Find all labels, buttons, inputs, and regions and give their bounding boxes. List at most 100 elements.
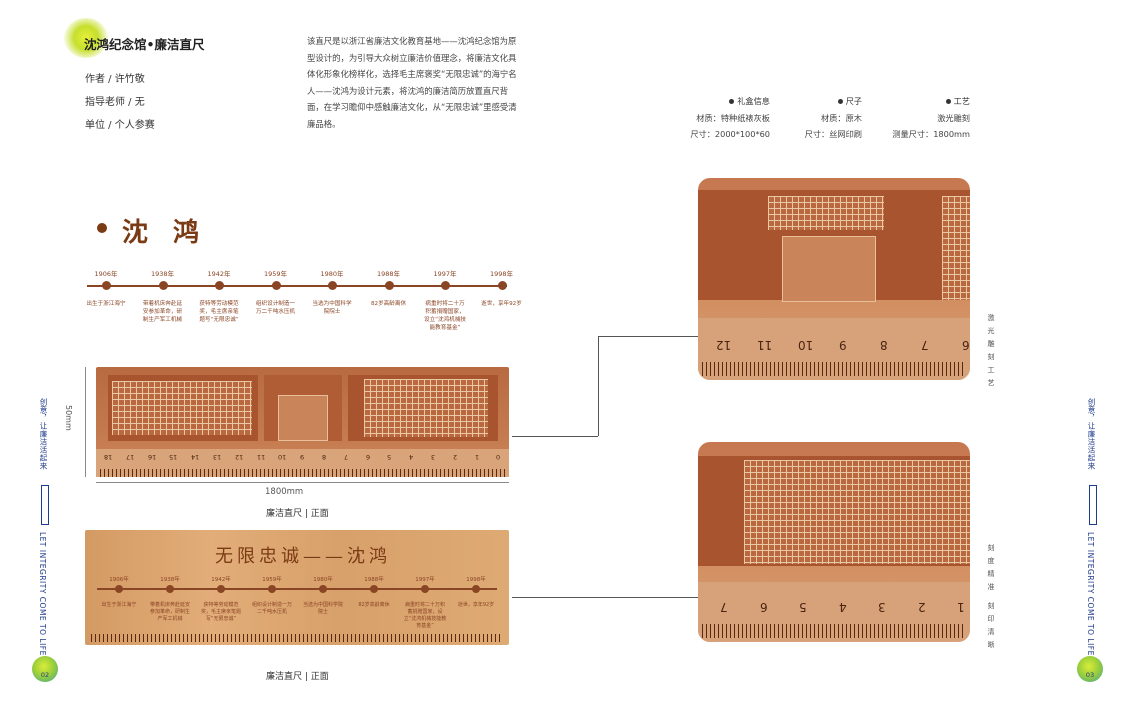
ruler-number: 16	[147, 453, 156, 461]
ruler-number: 11	[757, 338, 773, 352]
timeline-text: 当选为中国科学院院士	[312, 301, 352, 315]
ruler-number: 12	[716, 338, 732, 352]
building-windows	[364, 379, 488, 437]
timeline-node	[102, 281, 111, 290]
side-slogan-en-left: LET INTEGRITY COME TO LIFE	[38, 532, 47, 656]
back-slogan: 无限忠诚——沈鸿	[215, 546, 391, 567]
height-dim-line	[85, 367, 86, 477]
detail-label-char: 刻	[987, 602, 995, 610]
spec-head: 工艺	[953, 96, 970, 106]
ruler-number: 7	[343, 453, 348, 461]
connector-line	[512, 597, 698, 598]
timeline-node	[328, 281, 337, 290]
building-windows	[744, 460, 970, 564]
side-slogan-left: 创意，让廉洁活起来	[39, 398, 48, 470]
spec-line: 尺寸：2000*100*60	[690, 129, 770, 139]
detail-label-char: 激	[987, 314, 995, 322]
ruler-number: 4	[838, 600, 847, 614]
caption-front: 廉洁直尺 | 正面	[266, 509, 329, 519]
timeline-text: 组织设计制造一万二千吨水压机	[251, 602, 292, 615]
detail-label-char: 工	[987, 366, 995, 374]
timeline-text: 获特等劳动模范奖，毛主席亲笔题写“无限忠诚”	[200, 602, 241, 622]
timeline-year: 1997年	[433, 270, 457, 278]
ruler-number: 6	[759, 600, 768, 614]
ruler-number: 17	[125, 453, 135, 461]
timeline-node	[319, 585, 327, 593]
spec-craft: 工艺 激光雕刻 测量尺寸：1800mm	[880, 95, 970, 140]
detail-label-char: 晰	[987, 641, 995, 649]
connector-line	[598, 336, 698, 337]
timeline-node	[166, 585, 174, 593]
spec-line: 尺寸：丝网印刷	[804, 129, 862, 139]
connector-line	[598, 336, 599, 436]
ruler-number: 0	[496, 453, 501, 461]
spec-line: 激光雕刻	[937, 113, 970, 123]
ruler-ticks	[702, 362, 966, 376]
timeline-text: 带着机床奔赴延安参加革命，研制生产军工机械	[149, 602, 190, 622]
timeline-node	[215, 281, 224, 290]
ruler-number: 7	[921, 338, 929, 352]
detail-label-bottom-a: 刻度精准	[986, 542, 996, 594]
ruler-number: 4	[409, 453, 414, 461]
ruler-number: 1	[957, 600, 965, 614]
side-slogan-right: 创意，让廉洁活起来	[1087, 398, 1096, 470]
timeline-year: 1988年	[364, 577, 384, 583]
timeline-node	[158, 281, 168, 290]
timeline-text: 出生于浙江海宁	[101, 602, 137, 608]
ruler-number: 13	[213, 453, 222, 461]
timeline-text: 82岁高龄离休	[358, 602, 390, 608]
timeline-text: 出生于浙江海宁	[86, 301, 126, 307]
detail-label-char: 印	[987, 615, 995, 623]
timeline-node	[271, 281, 281, 290]
timeline-node	[268, 585, 276, 593]
timeline-text: 病重时将二十万积蓄捐赠国家，设立“沈鸿机械技能教育基金”	[403, 602, 447, 629]
ruler-number: 7	[720, 600, 728, 614]
timeline-text: 带着机床奔赴延安参加革命，研制生产军工机械	[142, 301, 183, 323]
width-dim-line	[96, 482, 509, 483]
ruler-scale: 7 6 5 4 3 2 1	[698, 582, 970, 642]
author-line: 作者 / 许竹敬	[85, 74, 145, 85]
timeline-text: 当选为中国科学院院士	[302, 602, 343, 615]
ruler-number: 2	[917, 600, 926, 614]
connector-line	[512, 436, 598, 437]
timeline-year: 1942年	[211, 577, 231, 583]
timeline-year: 1998年	[466, 577, 486, 583]
timeline-year: 1998年	[489, 270, 514, 278]
timeline-node	[217, 585, 225, 593]
ruler-number: 3	[878, 600, 886, 614]
detail-label-char: 光	[987, 327, 995, 335]
ruler-ticks	[91, 634, 503, 642]
detail-label-top: 激光雕刻工艺	[986, 312, 996, 390]
bullet-icon	[837, 99, 843, 104]
timeline-year: 1906年	[94, 270, 118, 278]
caption-back: 廉洁直尺 | 正面	[266, 672, 329, 682]
timeline-year: 1906年	[109, 577, 129, 583]
person-name: 沈 鸿	[122, 218, 208, 248]
ruler-number: 5	[799, 600, 807, 614]
back-timeline-line	[97, 588, 497, 590]
timeline-node	[497, 281, 507, 290]
ruler-number: 12	[234, 453, 244, 461]
spec-ruler: 尺子 材质：原木 尺寸：丝网印刷	[782, 95, 862, 140]
timeline-node	[115, 585, 123, 593]
description: 该直尺是以浙江省廉洁文化教育基地——沈鸿纪念馆为原型设计的，为引导大众树立廉洁价…	[307, 36, 517, 129]
spec-head: 尺子	[845, 96, 862, 106]
ruler-number: 8	[880, 338, 888, 352]
building-windows	[768, 196, 884, 230]
ruler-number: 15	[169, 453, 178, 461]
building-gate	[278, 395, 328, 441]
ruler-number: 10	[798, 338, 814, 352]
bullet-icon	[729, 99, 735, 104]
ruler-number: 10	[278, 453, 287, 461]
detail-label-char: 雕	[987, 340, 995, 348]
timeline-year: 1959年	[263, 270, 288, 278]
timeline-line	[87, 285, 507, 287]
spec-line: 测量尺寸：1800mm	[892, 129, 970, 139]
timeline-year: 1988年	[376, 270, 401, 278]
building-windows	[112, 381, 252, 435]
side-slogan-en-right: LET INTEGRITY COME TO LIFE	[1086, 532, 1095, 656]
timeline-node	[472, 585, 480, 593]
ruler-number: 1	[474, 453, 479, 461]
